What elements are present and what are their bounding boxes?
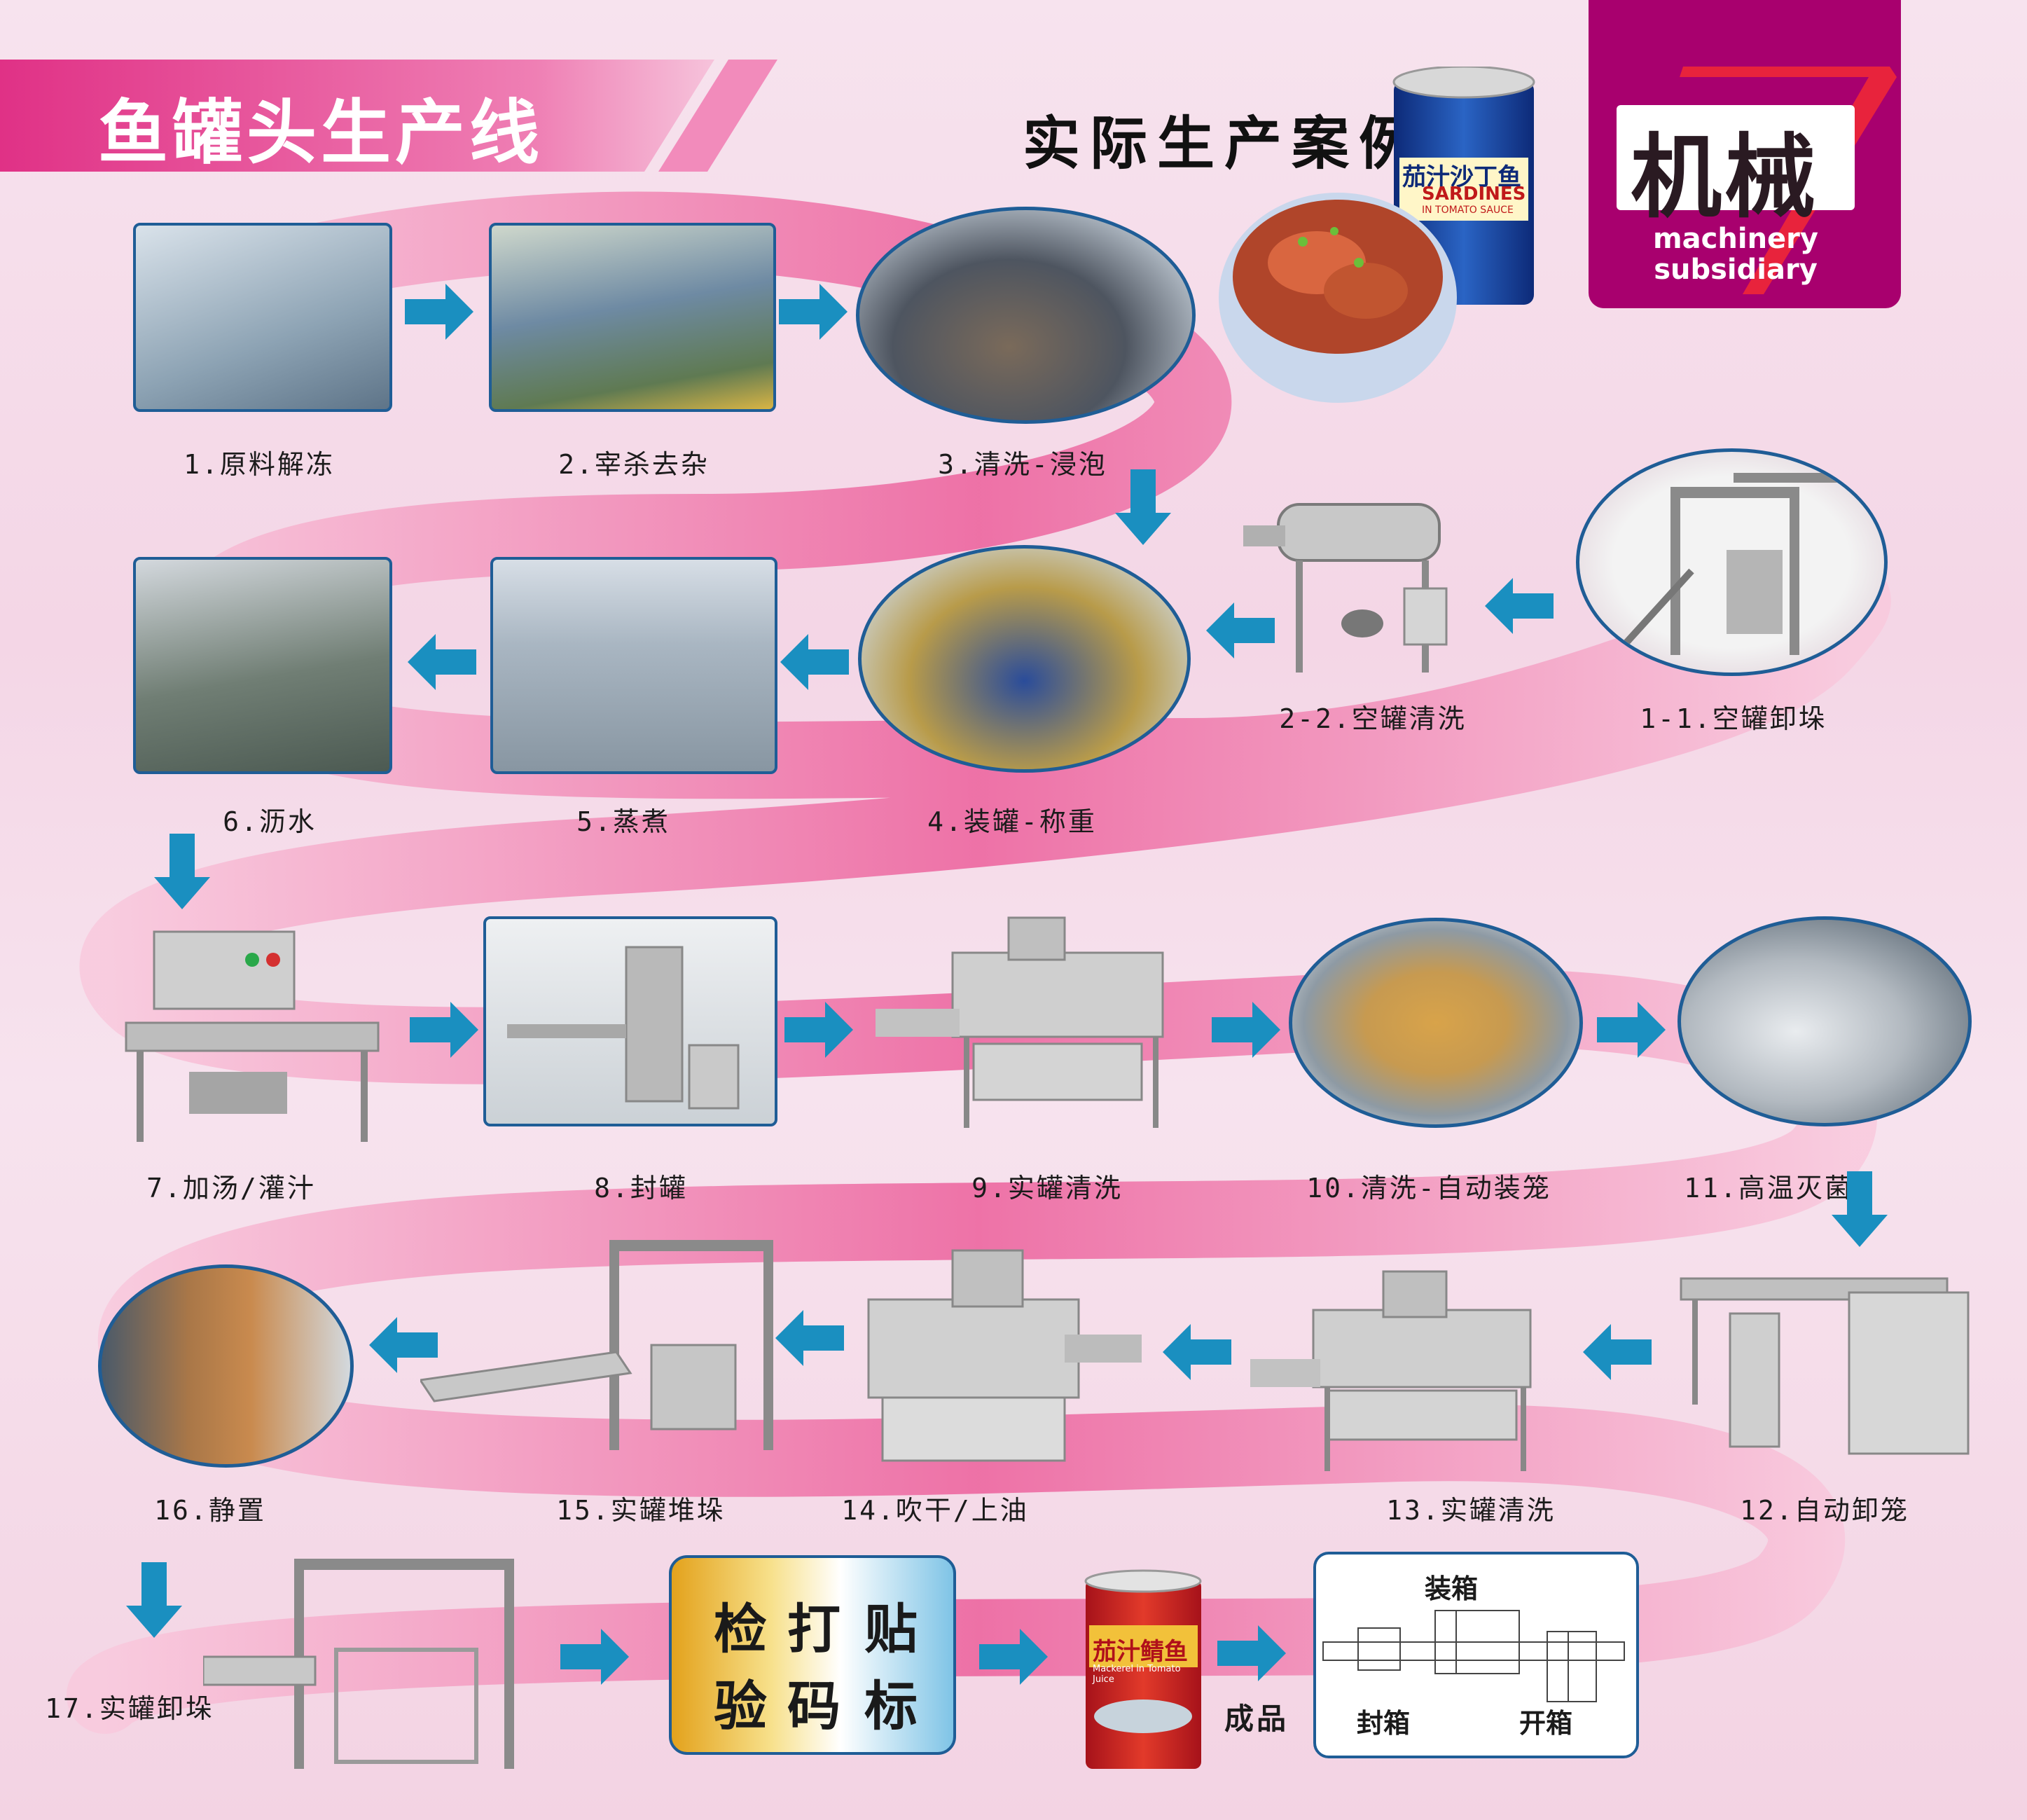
arrow-right-5: [1212, 1002, 1280, 1058]
code-top: 打: [787, 1598, 840, 1660]
arrow-right-4: [784, 1002, 853, 1058]
arrow-right-3: [410, 1002, 478, 1058]
caption-step-8: 8.封罐: [594, 1173, 688, 1204]
caption-step-15: 15.实罐堆垛: [556, 1495, 726, 1526]
machine-empty-can-washer: [1243, 503, 1448, 673]
caption-step-1-1: 1-1.空罐卸垛: [1640, 703, 1827, 734]
caption-step-5: 5.蒸煮: [576, 806, 670, 837]
can-label-en-sub: IN TOMATO SAUCE: [1422, 205, 1514, 216]
packing-sealing-label: 封箱: [1357, 1708, 1411, 1739]
caption-step-14: 14.吹干/上油: [841, 1495, 1029, 1526]
arrow-left-4: [408, 634, 476, 690]
finished-product-label: 成品: [1224, 1702, 1289, 1736]
logo-english-1: machinery: [1653, 223, 1818, 255]
can-label-cn: 茄汁沙丁鱼: [1402, 163, 1521, 191]
logo-english-2: subsidiary: [1654, 254, 1818, 286]
photo-slaughter: [489, 223, 776, 412]
logo-chinese: 机械: [1631, 123, 1819, 230]
packing-line-diagram: 装箱 封箱 开箱: [1313, 1552, 1639, 1758]
depalletizer-frame-icon: [1619, 473, 1884, 655]
photo-sterilization: [1677, 916, 1972, 1126]
seamer-machine-icon: [507, 946, 740, 1110]
machine-palletizer: [420, 1240, 773, 1450]
caption-step-3: 3.清洗-浸泡: [938, 449, 1107, 480]
arrow-right-9: [1217, 1625, 1286, 1681]
caption-step-10: 10.清洗-自动装笼: [1306, 1173, 1551, 1204]
arrow-left-2: [1206, 602, 1275, 659]
arrow-down-1: [1115, 469, 1171, 545]
packing-boxing-label: 装箱: [1425, 1573, 1479, 1604]
photo-thawing: [133, 223, 392, 412]
caption-step-13: 13.实罐清洗: [1386, 1495, 1556, 1526]
photo-empty-can-depalletizer: [1576, 448, 1888, 676]
caption-step-6: 6.沥水: [223, 806, 317, 837]
arrow-down-3: [1832, 1171, 1888, 1247]
page-subtitle: 实际生产案例: [1023, 111, 1427, 177]
arrow-left-5: [1583, 1324, 1652, 1380]
photo-washing: [856, 207, 1196, 424]
caption-step-16: 16.静置: [154, 1495, 266, 1526]
caption-step-17: 17.实罐卸垛: [45, 1693, 214, 1724]
machine-soup-filler: [125, 930, 380, 1142]
code-bottom: 码: [787, 1675, 840, 1737]
inspect-top: 检: [714, 1598, 767, 1660]
machine-filled-can-washer-2: [1250, 1270, 1532, 1471]
caption-step-1: 1.原料解冻: [184, 449, 335, 480]
arrow-left-3: [780, 634, 849, 690]
label-bottom: 标: [864, 1675, 918, 1737]
arrow-left-6: [1163, 1324, 1231, 1380]
caption-step-9: 9.实罐清洗: [971, 1173, 1123, 1204]
packing-opening-label: 开箱: [1519, 1708, 1573, 1739]
finished-can-label: 茄汁鲭鱼: [1093, 1638, 1188, 1666]
caption-step-12: 12.自动卸笼: [1740, 1495, 1909, 1526]
machine-auto-uncaging: [1680, 1277, 1970, 1455]
arrow-right-7: [560, 1629, 629, 1685]
photo-canning-weighing: [858, 545, 1191, 773]
photo-steaming: [490, 557, 777, 774]
inspect-bottom: 验: [714, 1675, 767, 1737]
photo-resting: [98, 1264, 354, 1468]
finished-can-illustration: [1084, 1569, 1202, 1769]
photo-draining: [133, 557, 392, 774]
machine-blow-dry-oil: [867, 1249, 1142, 1462]
machine-filled-can-depalletizer: [203, 1559, 514, 1769]
caption-step-7: 7.加汤/灌汁: [146, 1173, 316, 1204]
company-logo: 机械 machinery subsidiary: [1589, 0, 1901, 308]
caption-step-2: 2.宰杀去杂: [558, 449, 710, 480]
title-banner: [0, 60, 777, 172]
caption-step-11: 11.高温灭菌: [1684, 1173, 1853, 1204]
caption-step-4: 4.装罐-称重: [927, 806, 1097, 837]
photo-auto-caging: [1289, 918, 1583, 1128]
logo-swoosh-icon: [1617, 67, 1897, 294]
page-title: 鱼罐头生产线: [98, 92, 544, 174]
arrow-left-8: [369, 1317, 438, 1373]
arrow-down-4: [126, 1562, 182, 1638]
photo-seamer: [483, 916, 777, 1126]
product-illustration: [1219, 67, 1535, 403]
arrow-right-8: [979, 1629, 1048, 1685]
finished-can-label-en: Mackerel in Tomato Juice: [1093, 1664, 1181, 1685]
inspection-coding-labeling-box: 检 验 打 码 贴 标: [669, 1555, 956, 1755]
arrow-right-6: [1597, 1002, 1666, 1058]
caption-step-2-2: 2-2.空罐清洗: [1279, 703, 1467, 734]
machine-filled-can-washer-1: [876, 916, 1164, 1128]
arrow-down-2: [154, 834, 210, 909]
arrow-left-1: [1485, 578, 1554, 634]
arrow-right-1: [405, 284, 473, 340]
arrow-right-2: [779, 284, 848, 340]
label-top: 贴: [864, 1598, 918, 1660]
packing-layout-icon: [1322, 1610, 1625, 1702]
can-label-en: SARDINES: [1422, 184, 1526, 205]
arrow-left-7: [775, 1310, 844, 1366]
